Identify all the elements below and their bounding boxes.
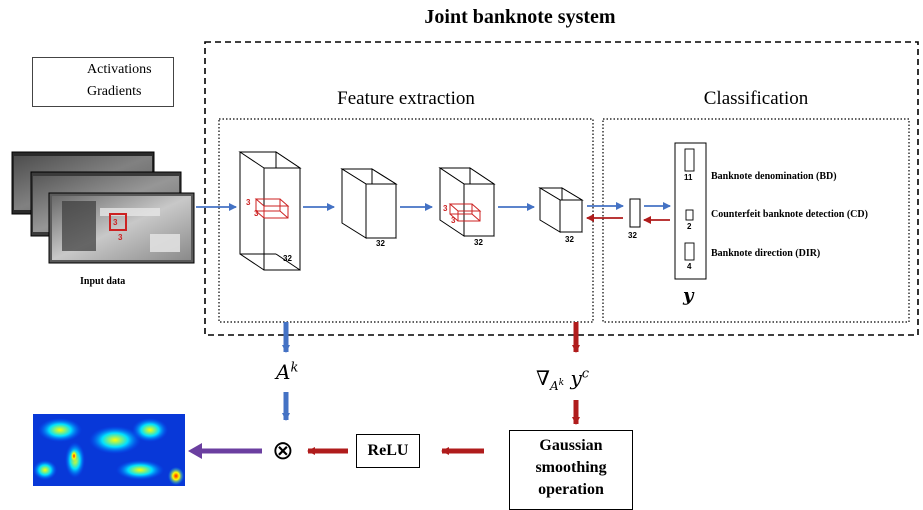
- input-kernel-label-b: 3: [118, 233, 123, 242]
- layer3-depth-label: 32: [474, 238, 483, 247]
- output-dir-cell: [684, 242, 695, 261]
- input-banknotes-image: [11, 151, 195, 264]
- output-cd-size: 2: [687, 222, 692, 231]
- legend-gradients-label: Gradients: [87, 84, 142, 99]
- conv-layer-4: [538, 187, 584, 233]
- gaussian-line-1: Gaussian: [539, 437, 603, 454]
- legend: [32, 57, 174, 107]
- fc-layer: [629, 198, 641, 228]
- gaussian-line-2: smoothing: [535, 459, 607, 476]
- output-bd-cell: [684, 148, 695, 172]
- output-dir-label: Banknote direction (DIR): [711, 248, 821, 259]
- multiply-symbol: ⊗: [272, 436, 294, 466]
- kernel-box-1: [254, 198, 290, 219]
- output-cd-label: Counterfeit banknote detection (CD): [711, 209, 868, 220]
- gradient-symbol: ∇Ak yc: [536, 366, 590, 393]
- diagram-title: Joint banknote system: [424, 6, 616, 28]
- layer4-depth-label: 32: [565, 235, 574, 244]
- fc-depth-label: 32: [628, 231, 637, 240]
- feature-extraction-title: Feature extraction: [337, 88, 475, 109]
- layer2-depth-label: 32: [376, 239, 385, 248]
- kernel2-label-a: 3: [443, 204, 448, 213]
- activation-map-symbol: Ak: [276, 360, 299, 384]
- layer1-depth-label: 32: [283, 254, 292, 263]
- classification-title: Classification: [703, 88, 809, 109]
- grad-cam-heatmap: [33, 414, 185, 486]
- conv-layer-2: [340, 168, 398, 239]
- output-cd-cell: [685, 209, 694, 221]
- legend-activations-label: Activations: [87, 62, 152, 77]
- output-bd-size: 11: [684, 173, 693, 182]
- kernel1-label-a: 3: [246, 198, 251, 207]
- conv-layer-3: [438, 167, 496, 237]
- joint-system-box: [204, 41, 919, 336]
- relu-box: ReLU: [356, 434, 420, 468]
- gaussian-line-3: operation: [538, 481, 604, 498]
- gaussian-smoothing-box: Gaussian smoothing operation: [509, 430, 633, 510]
- input-kernel-label-a: 3: [113, 218, 118, 227]
- output-dir-size: 4: [687, 262, 692, 271]
- conv-layer-1: [238, 151, 302, 271]
- input-data-label: Input data: [80, 276, 126, 287]
- feature-extraction-box: [218, 118, 594, 323]
- kernel1-label-b: 3: [254, 209, 259, 218]
- output-bd-label: Banknote denomination (BD): [711, 171, 837, 182]
- output-y-symbol: y: [683, 285, 694, 306]
- kernel2-label-b: 3: [451, 216, 456, 225]
- kernel-box-2: [448, 203, 482, 222]
- classification-box: [602, 118, 910, 323]
